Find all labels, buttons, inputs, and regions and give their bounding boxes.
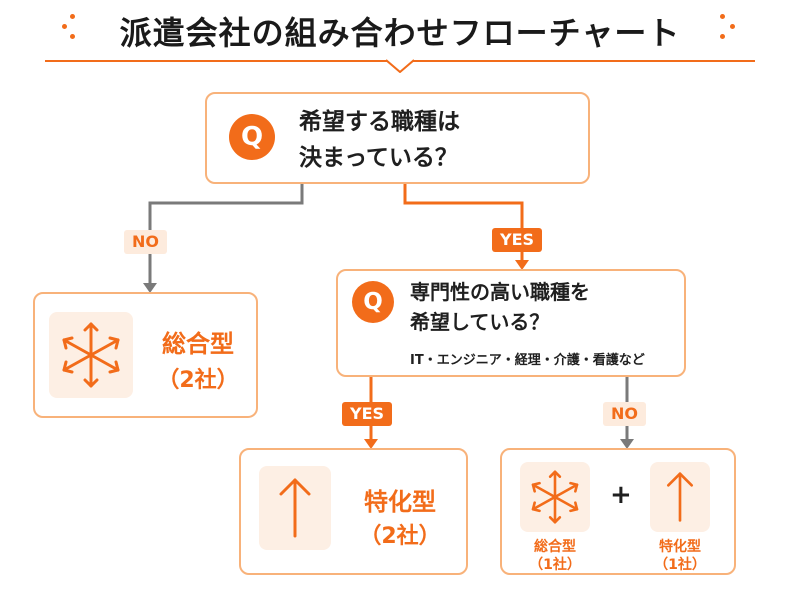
yes-label-1: YES [492, 228, 543, 252]
title-dots-right-icon [718, 12, 740, 42]
result-box-general: 総合型 （2社） [33, 292, 258, 418]
result-box-specialized: 特化型 （2社） [239, 448, 468, 575]
yes-label-2: YES [342, 402, 393, 426]
question-badge-1: Q [229, 114, 275, 160]
arrows-outward-icon [531, 470, 579, 524]
arrow-up-icon [667, 472, 693, 522]
combo-specialized-name: 特化型 [659, 539, 701, 555]
result-general-count: （2社） [157, 368, 239, 393]
combo-general-name: 総合型 [534, 539, 576, 555]
no-arrowhead-2 [620, 439, 634, 449]
result-specialized-name: 特化型 [364, 488, 436, 516]
yes-arrowhead-1 [515, 260, 529, 270]
question-box-1: Q 希望する職種は 決まっている？ [205, 92, 590, 184]
combo-specialized-icon-pad [650, 462, 710, 532]
combo-specialized-count: （1社） [654, 557, 706, 573]
combo-general-icon-pad [520, 462, 590, 532]
question-2-examples: IT・エンジニア・経理・介護・看護など [410, 353, 645, 368]
question-2-line-2: 希望している？ [410, 310, 550, 334]
question-1-line-2: 決まっている？ [299, 145, 458, 171]
question-2-line-1: 専門性の高い職種を [410, 280, 590, 304]
arrow-up-icon [279, 478, 311, 538]
no-label-1: NO [124, 230, 167, 254]
arrows-outward-icon [62, 322, 120, 388]
title-dots-left-icon [60, 12, 82, 42]
no-connector-1 [148, 184, 304, 285]
title-underline-notch [386, 59, 414, 73]
specialized-icon-pad [259, 466, 331, 550]
no-arrowhead-1 [143, 283, 157, 293]
question-badge-2: Q [352, 281, 394, 323]
general-icon-pad [49, 312, 133, 398]
no-label-2: NO [603, 402, 646, 426]
result-specialized-count: （2社） [359, 524, 441, 549]
combo-plus-sign: + [610, 480, 632, 510]
result-box-combo: 総合型 （1社） + 特化型 （1社） [500, 448, 736, 575]
combo-general-count: （1社） [529, 557, 581, 573]
result-general-name: 総合型 [162, 330, 234, 358]
page-title: 派遣会社の組み合わせフローチャート [119, 14, 681, 52]
question-box-2: Q 専門性の高い職種を 希望している？ IT・エンジニア・経理・介護・看護など [336, 269, 686, 377]
question-1-line-1: 希望する職種は [299, 109, 460, 135]
yes-arrowhead-2 [364, 439, 378, 449]
